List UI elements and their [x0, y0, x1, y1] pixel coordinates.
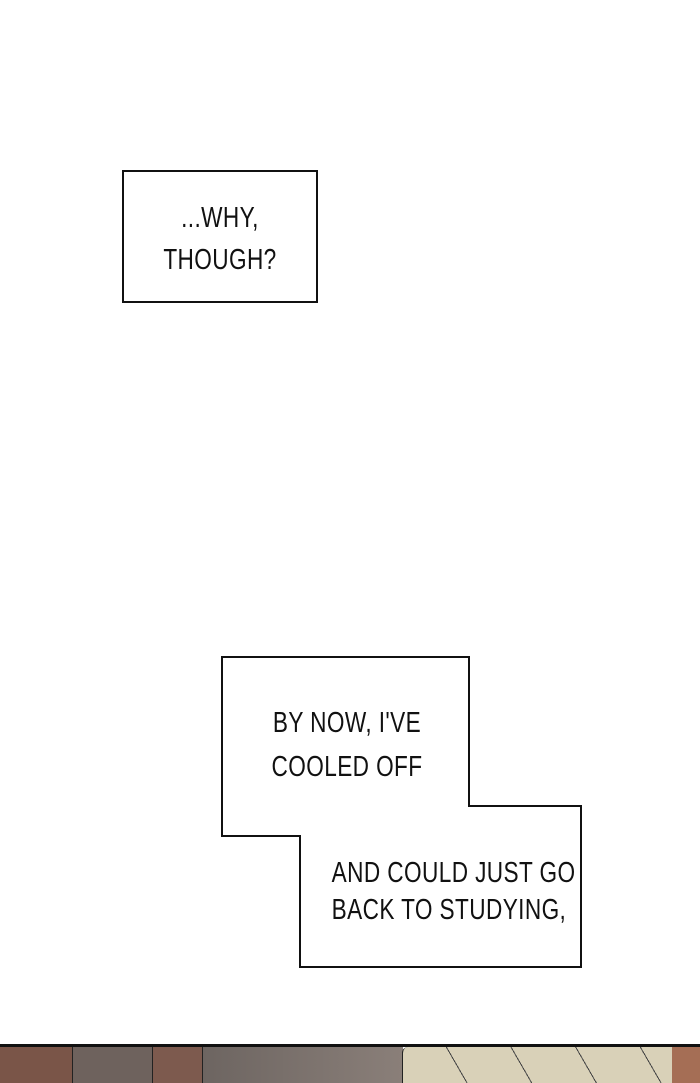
caption-why-line1: ...WHY,	[181, 202, 259, 234]
next-panel-illustration	[0, 1044, 700, 1083]
caption-studying-line1: AND COULD JUST GO	[331, 857, 576, 889]
caption-box-why	[122, 170, 318, 303]
caption-why-line2: THOUGH?	[163, 244, 277, 276]
caption-cooled-line1: BY NOW, I'VE	[272, 707, 422, 739]
caption-studying-line2: BACK TO STUDYING,	[331, 894, 567, 926]
caption-cooled-line2: COOLED OFF	[271, 751, 423, 783]
